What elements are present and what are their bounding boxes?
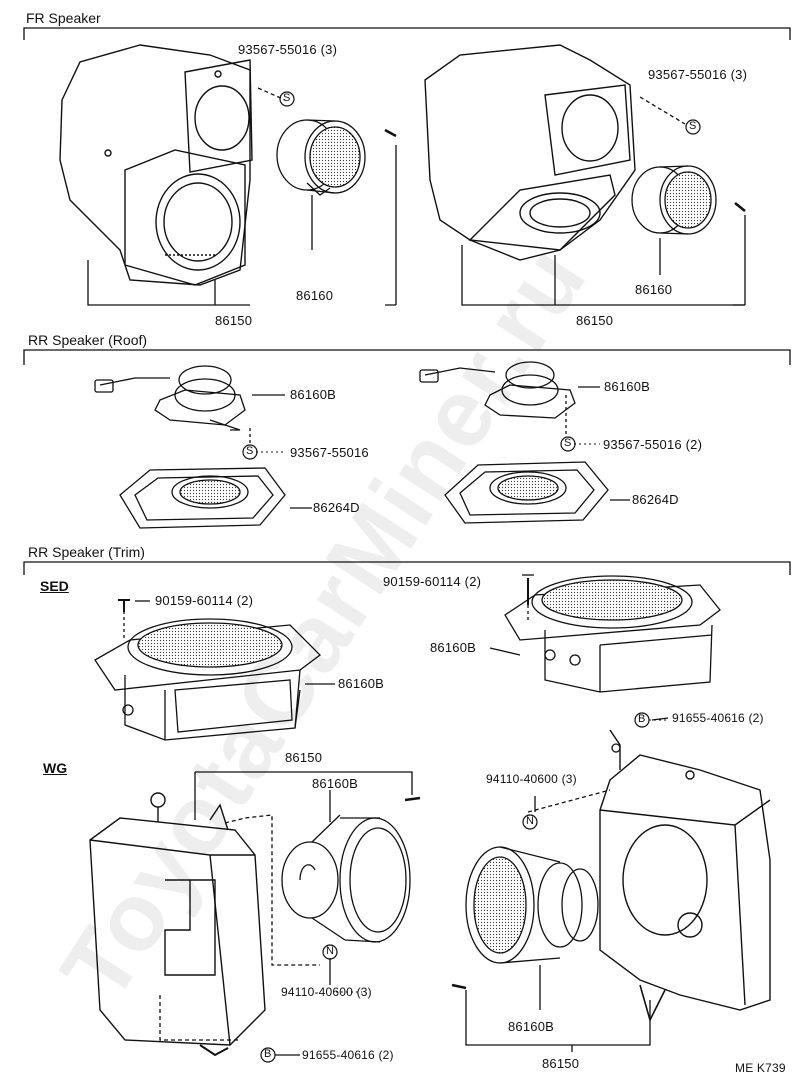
marker-s: S xyxy=(283,92,291,104)
fr-left-screw xyxy=(384,128,397,138)
label-wg-right-box: 86150 xyxy=(542,1056,580,1071)
label-wg-left-speaker: 86160B xyxy=(312,776,359,791)
sed-right-speaker xyxy=(504,575,721,693)
section-rr-roof: RR Speaker (Roof) xyxy=(28,332,148,348)
label-wg-left-bolt: 91655-40616 (2) xyxy=(302,1048,394,1062)
wg-left-bolt-top xyxy=(404,796,421,802)
label-wg-right-speaker: 86160B xyxy=(508,1019,555,1034)
label-sed-right-bolt: 90159-60114 (2) xyxy=(383,574,482,589)
roof-right-speaker xyxy=(419,361,576,419)
label-fr-left-screw: 93567-55016 (3) xyxy=(238,42,338,57)
marker-b: B xyxy=(638,713,646,725)
label-sed-right-speaker: 86160B xyxy=(430,640,477,655)
subsection-wg: WG xyxy=(43,760,68,776)
label-wg-left-box: 86150 xyxy=(285,750,323,765)
marker-n: N xyxy=(326,945,335,957)
label-roof-left-screw: 93567-55016 xyxy=(290,445,369,460)
wg-left-box xyxy=(89,792,266,1046)
roof-right-cover xyxy=(444,461,609,524)
label-fr-left-speaker: 86160 xyxy=(296,288,334,303)
section-fr-speaker: FR Speaker xyxy=(26,10,101,26)
wg-right-speaker xyxy=(465,846,599,964)
marker-b: B xyxy=(264,1048,272,1060)
wg-right-box xyxy=(599,754,771,1023)
marker-s: S xyxy=(246,445,254,457)
section-rr-trim: RR Speaker (Trim) xyxy=(28,544,145,560)
label-roof-right-speaker: 86160B xyxy=(604,379,651,394)
fr-left-speaker xyxy=(276,119,366,196)
roof-left-cover xyxy=(119,467,286,529)
fr-right-speaker xyxy=(631,165,717,235)
label-roof-right-cover: 86264D xyxy=(632,492,679,507)
label-fr-left-box: 86150 xyxy=(215,313,253,328)
figure-code: ME K739 xyxy=(735,1061,786,1075)
roof-section-bracket xyxy=(23,349,791,365)
sed-left-speaker xyxy=(94,618,321,741)
label-roof-right-screw: 93567-55016 (2) xyxy=(603,437,703,452)
wg-left-speaker xyxy=(281,814,411,943)
marker-s: S xyxy=(564,437,572,449)
label-wg-right-bolt: 91655-40616 (2) xyxy=(672,711,764,725)
label-fr-right-screw: 93567-55016 (3) xyxy=(648,67,748,82)
label-fr-right-box: 86150 xyxy=(576,313,614,328)
fr-right-box xyxy=(424,44,636,261)
label-sed-left-speaker: 86160B xyxy=(338,676,385,691)
label-wg-right-nut: 94110-40600 (3) xyxy=(486,772,577,786)
label-wg-left-nut: 94110-40600 (3) xyxy=(281,985,372,999)
marker-s: S xyxy=(689,120,697,132)
fr-section-bracket xyxy=(23,27,791,40)
subsection-sed: SED xyxy=(40,578,69,594)
fr-left-box xyxy=(59,44,253,286)
wg-right-screw xyxy=(451,983,467,990)
marker-n: N xyxy=(526,815,535,827)
fr-right-screw xyxy=(734,202,746,212)
trim-section-bracket xyxy=(23,561,791,575)
label-roof-left-speaker: 86160B xyxy=(290,387,337,402)
label-sed-left-bolt: 90159-60114 (2) xyxy=(155,593,254,608)
roof-left-speaker xyxy=(94,365,246,431)
label-fr-right-speaker: 86160 xyxy=(635,282,673,297)
label-roof-left-cover: 86264D xyxy=(313,500,360,515)
